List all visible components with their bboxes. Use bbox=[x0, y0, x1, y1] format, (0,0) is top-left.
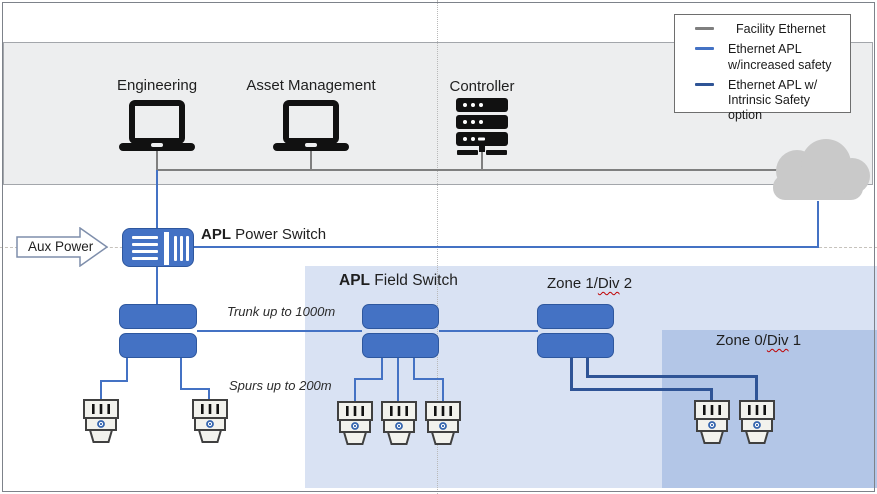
legend-item-facility-ethernet: Facility Ethernet bbox=[689, 22, 844, 37]
zone1-label-suffix: 2 bbox=[619, 275, 633, 292]
field-device-icon bbox=[83, 399, 119, 443]
laptop-icon bbox=[119, 100, 195, 151]
apl-power-switch-icon bbox=[122, 228, 194, 267]
apl-field-switch-bottom bbox=[362, 333, 439, 358]
legend-text: Ethernet APL w/ bbox=[728, 77, 818, 92]
legend-text: Ethernet APL bbox=[728, 42, 802, 57]
wire-is-a3 bbox=[710, 388, 713, 401]
zone1-label: Zone 1/Div 2 bbox=[547, 275, 632, 292]
wire-spur-l2b bbox=[180, 388, 210, 390]
wire-power-switch-to-cloud-h bbox=[194, 246, 819, 248]
node-label-engineering: Engineering bbox=[116, 77, 198, 94]
wire-facility-ethernet-bus bbox=[156, 169, 790, 171]
field-switch-label: APL Field Switch bbox=[339, 272, 458, 290]
power-switch-label-bold: APL bbox=[201, 226, 231, 243]
wire-spur-l1c bbox=[100, 380, 102, 400]
wire-is-a2 bbox=[570, 388, 712, 391]
field-device-icon bbox=[381, 401, 417, 445]
wire-spur-m1c bbox=[354, 378, 356, 402]
wire-cloud-drop bbox=[817, 201, 819, 247]
wire-engineering-drop bbox=[156, 149, 158, 170]
legend-text: Facility Ethernet bbox=[736, 22, 826, 36]
zone0-label-suffix: 1 bbox=[788, 332, 802, 349]
legend-line-sample-darkblue bbox=[695, 82, 714, 86]
zone1-switch-bottom bbox=[537, 333, 614, 358]
legend-line-sample-blue bbox=[695, 47, 714, 51]
legend-text: Intrinsic Safety option bbox=[728, 93, 810, 123]
legend-line-sample-gray bbox=[695, 27, 714, 30]
wire-spur-l1b bbox=[100, 380, 128, 382]
wire-spur-m1a bbox=[381, 358, 383, 378]
wire-spur-l2c bbox=[208, 388, 210, 400]
wire-asset-mgmt-drop bbox=[310, 149, 312, 170]
cloud-icon bbox=[773, 139, 870, 200]
zone0-label: Zone 0/Div 1 bbox=[716, 332, 801, 349]
laptop-icon bbox=[273, 100, 349, 151]
field-device-icon bbox=[739, 400, 775, 444]
left-field-switch-bottom bbox=[119, 333, 197, 358]
zone1-label-prefix: Zone 1/ bbox=[547, 275, 598, 292]
wire-spur-m1b bbox=[354, 378, 383, 380]
wire-controller-drop bbox=[481, 152, 483, 170]
aux-power-label: Aux Power bbox=[28, 239, 94, 254]
wire-spur-l1a bbox=[126, 358, 128, 380]
field-device-icon bbox=[337, 401, 373, 445]
wire-is-b1 bbox=[586, 358, 589, 377]
field-device-icon bbox=[425, 401, 461, 445]
wire-is-a1 bbox=[570, 358, 573, 390]
wire-spur-l2a bbox=[180, 358, 182, 388]
field-device-icon bbox=[694, 400, 730, 444]
field-switch-label-bold: APL bbox=[339, 272, 370, 289]
power-switch-label-rest: Power Switch bbox=[231, 226, 327, 243]
wire-to-power-switch bbox=[156, 170, 158, 228]
wire-trunk-2 bbox=[439, 330, 538, 332]
apl-field-switch-top bbox=[362, 304, 439, 329]
zone0-label-prefix: Zone 0/ bbox=[716, 332, 767, 349]
left-field-switch-top bbox=[119, 304, 197, 329]
wire-spur-m3a bbox=[413, 358, 415, 378]
wire-power-to-field-switch bbox=[156, 266, 158, 305]
power-switch-label: APL Power Switch bbox=[201, 226, 326, 243]
trunk-length-label: Trunk up to 1000m bbox=[227, 304, 336, 319]
wire-is-b3 bbox=[755, 375, 758, 401]
field-device-icon bbox=[192, 399, 228, 443]
spur-length-label: Spurs up to 200m bbox=[229, 378, 332, 393]
aux-power-arrow bbox=[16, 227, 109, 267]
zone0-label-div: Div bbox=[766, 332, 789, 349]
legend-item-intrinsic-safety: Ethernet APL w/Intrinsic Safety option bbox=[689, 78, 844, 124]
server-rack-icon bbox=[456, 98, 508, 155]
field-switch-label-rest: Field Switch bbox=[370, 272, 458, 289]
wire-is-b2 bbox=[586, 375, 757, 378]
zone1-label-div: Div bbox=[597, 275, 620, 292]
wire-spur-m2 bbox=[397, 358, 399, 402]
wire-trunk-1 bbox=[197, 330, 362, 332]
legend-text: w/increased safety bbox=[728, 57, 832, 72]
node-label-asset-management: Asset Management bbox=[246, 77, 376, 94]
wire-spur-m3b bbox=[413, 378, 444, 380]
wire-spur-m3c bbox=[442, 378, 444, 402]
node-label-controller: Controller bbox=[449, 78, 515, 95]
zone1-switch-top bbox=[537, 304, 614, 329]
